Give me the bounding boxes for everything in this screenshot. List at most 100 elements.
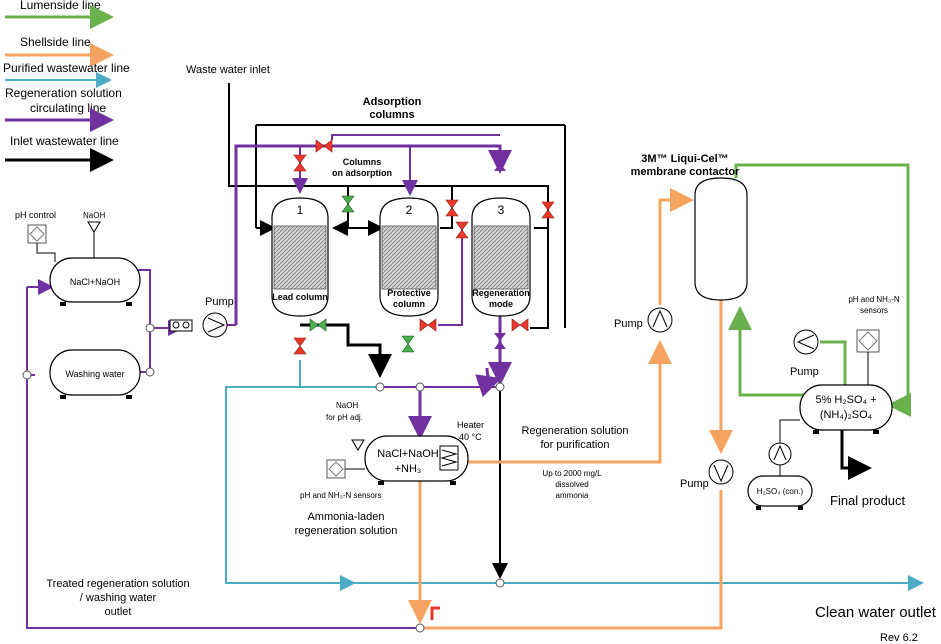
valve-icon: [494, 333, 506, 349]
waste-water-inlet-label: Waste water inlet: [186, 64, 270, 76]
regen-for-purif-label-2: for purification: [540, 439, 609, 451]
junction-icon: [145, 323, 155, 333]
pump-left-icon: [202, 312, 228, 338]
legend-label-inlet: Inlet wastewater line: [10, 134, 119, 148]
valve-icon: [293, 154, 307, 172]
treated-label-2: / washing water: [80, 592, 157, 604]
ph-control: pH control NaOH: [15, 210, 105, 262]
final-product-label: Final product: [830, 493, 906, 508]
legend-label-regeneration: Regeneration solution: [5, 86, 122, 100]
shellside-lines: [408, 188, 733, 630]
acid-tank-label-1: 5% H₂SO₄ +: [815, 394, 876, 406]
ammonia-laden-label-1: Ammonia-laden: [307, 511, 384, 523]
regen-tank-label-2: +NH₃: [395, 463, 422, 475]
regen-for-purif-label-1: Regeneration solution: [521, 425, 628, 437]
tank-nacl-naoh-label: NaCl+NaOH: [70, 277, 120, 287]
ph-nh3-right-label-2: sensors: [860, 306, 888, 315]
valve-icon: [401, 335, 415, 353]
ph-nh3-right-sensor-icon: [856, 329, 880, 353]
valve-icon: [341, 195, 355, 213]
column-2: 2 Protective column: [379, 197, 439, 317]
junction-icon: [415, 623, 425, 633]
junction-icon: [495, 382, 505, 392]
legend-label-shellside: Shellside line: [20, 35, 91, 49]
pump-left-label: Pump: [205, 296, 234, 308]
revision-label: Rev 6.2: [880, 632, 918, 644]
flowmeter-icon: [169, 319, 193, 332]
column-3-name-1: Regeneration: [472, 288, 530, 298]
junction-icon: [375, 382, 385, 392]
lumenside-lines: [728, 163, 911, 417]
treated-label-1: Treated regeneration solution: [46, 578, 189, 590]
columns-on-adsorption-label-2: on adsorption: [332, 168, 392, 178]
naoh-ph-adj-label-2: for pH adj.: [326, 413, 363, 422]
pump-lumen-label: Pump: [790, 366, 819, 378]
valve-icon: [293, 337, 307, 355]
legend-label-regeneration-2: circulating line: [30, 101, 106, 115]
column-3-name-2: mode: [489, 299, 513, 309]
legend-label-purified: Purified wastewater line: [3, 61, 130, 75]
up-to-2000-label-2: dissolved: [555, 480, 588, 489]
ph-nh3-sensors-label: pH and NH₃-N sensors: [300, 491, 382, 500]
heater-label-1: Heater: [457, 420, 484, 430]
junction-icon: [22, 370, 32, 380]
up-to-2000-label-1: Up to 2000 mg/L: [542, 469, 602, 478]
naoh-dosing-icon: [351, 439, 365, 451]
valve-icon: [511, 318, 529, 332]
h2so4-conc-label: H₂SO₄ (con.): [757, 487, 804, 496]
regeneration-tank: NaCl+NaOH +NH₃ Heater 40 °C NaOH for pH …: [300, 401, 484, 500]
legend-label-lumenside: Lumenside line: [20, 0, 101, 12]
up-to-2000-label-3: ammonia: [556, 491, 589, 500]
valve-icon: [455, 221, 469, 239]
naoh-dosing-icon: [87, 221, 101, 233]
junction-icon: [495, 578, 505, 588]
membrane-contactor: 3M™ Liqui-Cel™ membrane contactor: [631, 153, 748, 301]
column-2-name-2: column: [393, 299, 425, 309]
column-2-number: 2: [406, 203, 413, 217]
ph-control-label: pH control: [15, 210, 56, 220]
valve-icon: [309, 318, 327, 332]
legend: Lumenside line Shellside line Purified w…: [3, 0, 130, 172]
column-3: 3 Regeneration mode: [471, 197, 531, 317]
tank-washing-water-label: Washing water: [65, 369, 124, 379]
pump-left: Pump: [169, 296, 234, 338]
pump-mid-icon: [647, 307, 673, 333]
ph-nh3-right-label-1: pH and NH₃-N: [848, 295, 899, 304]
heater-label-2: 40 °C: [459, 432, 482, 442]
adsorption-columns-label-2: columns: [369, 109, 414, 121]
valve-icon: [315, 139, 333, 153]
junction-icon: [415, 382, 425, 392]
pump-shell: Pump: [680, 459, 734, 490]
ammonia-laden-label-2: regeneration solution: [295, 525, 398, 537]
column-1-number: 1: [297, 203, 304, 217]
regen-tank-label-1: NaCl+NaOH: [377, 448, 438, 460]
pump-lumen: Pump: [790, 329, 819, 378]
valve-icon: [494, 155, 506, 171]
pump-shell-label: Pump: [680, 478, 709, 490]
columns-on-adsorption-label-1: Columns: [343, 157, 382, 167]
contactor-label-1: 3M™ Liqui-Cel™: [641, 153, 728, 165]
tank-washing-water: Washing water: [49, 349, 141, 399]
naoh-ph-adj-label-1: NaOH: [336, 401, 358, 410]
tank-nacl-naoh: NaCl+NaOH: [49, 257, 141, 306]
naoh-top-label: NaOH: [83, 211, 105, 220]
adsorption-columns-label-1: Adsorption: [363, 96, 422, 108]
treated-label-3: outlet: [105, 606, 132, 618]
pump-mid-label: Pump: [614, 318, 643, 330]
clean-water-outlet-label: Clean water outlet: [815, 604, 937, 621]
return-arrow-icon: [430, 606, 440, 620]
purified-lines: [225, 360, 924, 591]
heater-icon: [439, 445, 459, 471]
valve-icon: [419, 318, 437, 332]
junction-icon: [145, 367, 155, 377]
acid-tank: 5% H₂SO₄ + (NH₄)₂SO₄: [799, 384, 893, 434]
column-1-name: Lead column: [272, 292, 328, 302]
valves: [22, 139, 555, 633]
valve-icon: [541, 201, 555, 219]
h2so4-conc-tank: H₂SO₄ (con.): [747, 419, 813, 510]
acid-tank-label-2: (NH₄)₂SO₄: [820, 409, 873, 421]
contactor-label-2: membrane contactor: [631, 166, 741, 178]
column-1: 1 Lead column: [271, 197, 329, 317]
column-2-name-1: Protective: [387, 288, 431, 298]
